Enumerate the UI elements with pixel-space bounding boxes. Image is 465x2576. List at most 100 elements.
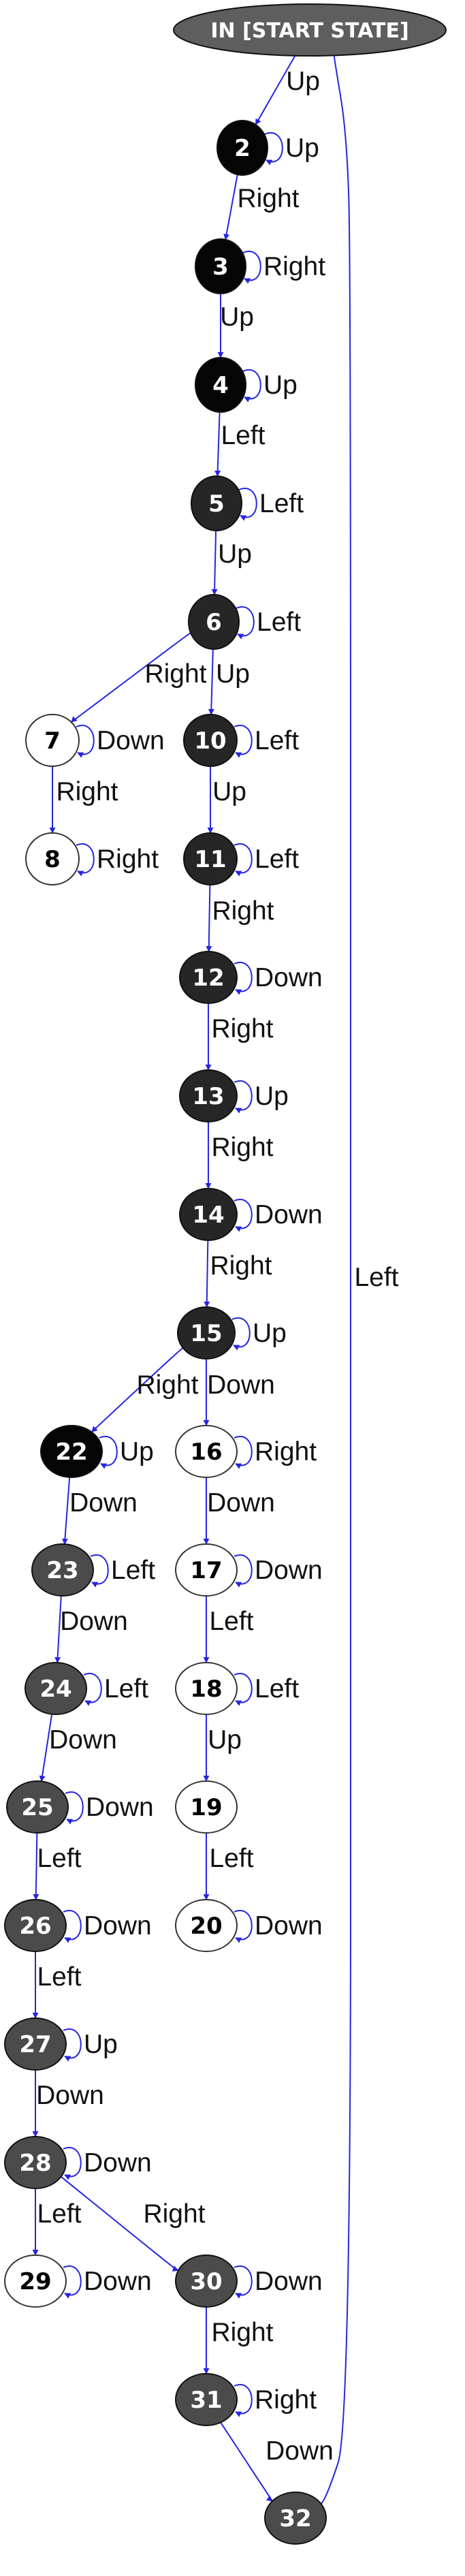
edge-label-edge-n6-to-n7: Right — [144, 659, 206, 689]
state-node-label-n13: 13 — [192, 1083, 224, 1110]
edge-label-self-loop-n30: Down — [255, 2267, 323, 2296]
edge-label-self-loop-n2: Up — [285, 133, 319, 163]
state-node-n28[interactable]: 28 — [4, 2136, 67, 2189]
edge-start-to-n2 — [255, 55, 296, 125]
edge-n32-to-start — [320, 49, 352, 2504]
edge-label-self-loop-n3: Right — [263, 252, 325, 281]
self-loop-n28 — [63, 2147, 82, 2180]
state-node-n32[interactable]: 32 — [264, 2492, 327, 2545]
edge-label-edge-n31-to-n32: Down — [266, 2436, 334, 2466]
edge-label-edge-n25-to-n26: Left — [37, 1844, 81, 1873]
state-node-n16[interactable]: 16 — [175, 1425, 238, 1478]
state-node-shape-n14 — [179, 1188, 238, 1241]
edge-n5-to-n6 — [211, 530, 218, 595]
state-node-shape-n5 — [191, 475, 242, 531]
edge-label-edge-n22-to-n23: Down — [69, 1488, 138, 1518]
state-node-n5[interactable]: 5 — [191, 475, 242, 531]
state-node-label-start: IN [START STATE] — [210, 19, 408, 43]
state-node-n27[interactable]: 27 — [4, 2017, 67, 2071]
state-node-n25[interactable]: 25 — [6, 1780, 69, 1834]
edge-label-edge-n10-to-n11: Up — [212, 777, 246, 806]
edge-label-edge-n32-to-start: Left — [354, 1263, 398, 1292]
self-loop-n16 — [234, 1436, 253, 1469]
state-node-label-n30: 30 — [190, 2268, 222, 2295]
edge-n2-to-n3 — [223, 174, 238, 240]
state-node-shape-n30 — [175, 2255, 238, 2308]
state-node-label-n12: 12 — [192, 964, 224, 992]
edge-label-edge-n19-to-n20: Left — [209, 1844, 253, 1873]
state-node-start[interactable]: IN [START STATE] — [173, 3, 447, 57]
state-node-n4[interactable]: 4 — [195, 357, 246, 413]
edge-label-edge-n16-to-n17: Down — [207, 1488, 275, 1518]
state-node-label-n6: 6 — [206, 609, 222, 636]
edge-label-self-loop-n6: Left — [257, 608, 301, 637]
state-node-n20[interactable]: 20 — [175, 1899, 238, 1952]
self-loop-n7 — [76, 725, 95, 758]
state-node-n10[interactable]: 10 — [183, 714, 238, 767]
state-node-n30[interactable]: 30 — [175, 2255, 238, 2308]
state-node-n13[interactable]: 13 — [179, 1069, 238, 1122]
edge-label-self-loop-n18: Left — [255, 1674, 299, 1703]
state-node-shape-n16 — [175, 1425, 238, 1478]
edge-label-self-loop-n29: Down — [84, 2267, 152, 2296]
state-node-label-n18: 18 — [190, 1676, 222, 1703]
edge-label-edge-n15-to-n16: Down — [207, 1370, 275, 1400]
state-node-n26[interactable]: 26 — [4, 1899, 67, 1952]
state-node-n29[interactable]: 29 — [4, 2255, 67, 2308]
edge-label-self-loop-n26: Down — [84, 1911, 152, 1941]
edge-label-edge-n28-to-n30: Right — [143, 2199, 205, 2229]
self-loop-n23 — [90, 1554, 109, 1588]
edge-label-self-loop-n17: Down — [255, 1556, 323, 1585]
self-loop-n17 — [234, 1554, 253, 1588]
edge-n28-to-n30 — [61, 2176, 179, 2272]
state-node-n18[interactable]: 18 — [175, 1662, 238, 1715]
self-loop-n24 — [83, 1673, 102, 1706]
state-node-shape-n32 — [264, 2492, 327, 2545]
state-node-n15[interactable]: 15 — [177, 1306, 236, 1360]
state-node-label-n22: 22 — [55, 1439, 87, 1466]
state-node-n23[interactable]: 23 — [31, 1543, 94, 1597]
state-node-shape-n11 — [183, 832, 238, 885]
self-loop-n4 — [242, 369, 261, 403]
edge-label-self-loop-n11: Left — [255, 845, 299, 874]
self-loop-n27 — [63, 2028, 82, 2062]
state-node-n14[interactable]: 14 — [179, 1188, 238, 1241]
edge-label-self-loop-n14: Down — [255, 1200, 323, 1229]
state-node-label-n3: 3 — [212, 253, 229, 281]
state-node-n2[interactable]: 2 — [217, 120, 268, 176]
state-node-n17[interactable]: 17 — [175, 1543, 238, 1597]
edge-label-edge-n12-to-n13: Right — [211, 1014, 273, 1043]
state-node-shape-n7 — [25, 714, 80, 767]
state-node-n22[interactable]: 22 — [40, 1425, 103, 1478]
state-node-n11[interactable]: 11 — [183, 832, 238, 885]
edge-n4-to-n5 — [214, 411, 221, 477]
state-node-shape-n26 — [4, 1899, 67, 1952]
edge-label-self-loop-n7: Down — [97, 726, 165, 755]
state-node-label-n32: 32 — [279, 2505, 311, 2532]
state-node-n19[interactable]: 19 — [175, 1780, 238, 1834]
state-node-n3[interactable]: 3 — [195, 238, 246, 294]
state-node-label-n10: 10 — [194, 727, 226, 755]
self-loop-n11 — [234, 843, 253, 877]
self-loop-n13 — [234, 1080, 253, 1114]
state-node-shape-n2 — [217, 120, 268, 176]
state-node-shape-n29 — [4, 2255, 67, 2308]
state-node-n7[interactable]: 7 — [25, 714, 80, 767]
state-node-n24[interactable]: 24 — [25, 1662, 87, 1715]
state-node-shape-n19 — [175, 1780, 238, 1834]
state-node-n31[interactable]: 31 — [175, 2373, 238, 2426]
state-node-n8[interactable]: 8 — [25, 832, 80, 885]
edge-label-self-loop-n4: Up — [263, 371, 298, 400]
state-node-label-n19: 19 — [190, 1794, 222, 1821]
state-node-n6[interactable]: 6 — [188, 594, 240, 650]
edge-label-edge-n28-to-n29: Left — [37, 2199, 81, 2229]
state-node-shape-n6 — [188, 594, 240, 650]
state-node-n12[interactable]: 12 — [179, 951, 238, 1004]
edge-label-self-loop-n22: Up — [120, 1437, 154, 1466]
edge-label-edge-n3-to-n4: Up — [220, 302, 254, 332]
edge-n23-to-n24 — [54, 1595, 62, 1663]
edge-label-self-loop-n27: Up — [84, 2030, 118, 2059]
